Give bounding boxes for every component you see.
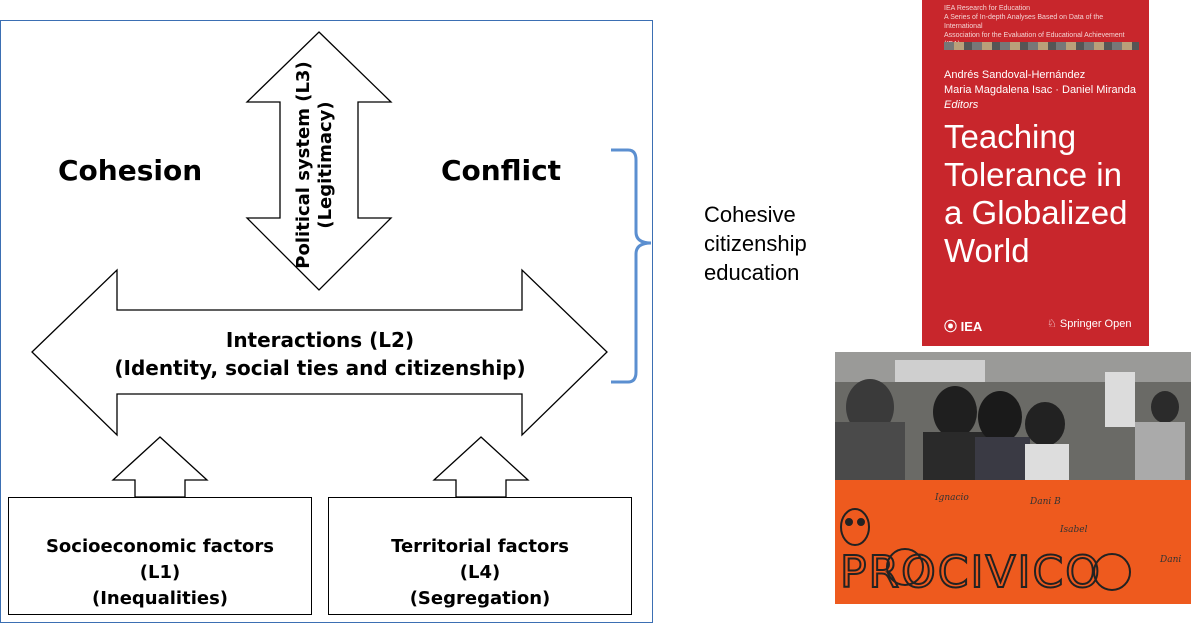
territorial-box: Territorial factors (L4) (Segregation) [328,497,632,615]
book-series-line1: IEA Research for Education [944,5,1030,12]
political-system-arrow [245,31,393,291]
territorial-line2: (L4) [459,562,501,583]
cohesion-label: Cohesion [58,154,203,187]
cohesive-citizenship-label: Cohesive citizenship education [704,200,807,287]
iea-logo: ⦿ IEA [944,319,983,334]
interactions-text: Interactions (L2) (Identity, social ties… [95,326,545,382]
book-title: Teaching Tolerance in a Globalized World [944,118,1127,270]
conflict-label: Conflict [441,154,562,187]
territorial-line1: Territorial factors [391,536,569,557]
socioeconomic-line1: Socioeconomic factors [45,536,275,557]
publisher-text: Springer Open [1059,318,1132,330]
signature-3: Isabel [1059,525,1088,535]
signature-1: Ignacio [934,493,969,503]
cohesive-brace [611,148,652,384]
socioeconomic-line3: (Inequalities) [91,588,229,609]
students-photo-drawing: PROCIVICO Ignacio Dani B Isabel Dani [835,352,1191,604]
book-cover: IEA Research for Education A Series of I… [922,0,1149,346]
socioeconomic-line2: (L1) [139,562,181,583]
iea-logo-text: IEA [960,319,983,334]
springer-open-logo: ♘ Springer Open [1047,318,1132,330]
interactions-arrow [31,268,608,437]
side-line3: education [704,260,800,285]
book-editor1: Andrés Sandoval-Hernández [944,69,1086,81]
political-system-line1: Political system (L3) [293,61,314,269]
book-photo-strip [944,42,1139,50]
students-photo: PROCIVICO Ignacio Dani B Isabel Dani [835,352,1191,604]
interactions-line1: Interactions (L2) [225,328,415,352]
book-title-line4: World [944,232,1030,269]
diagram-frame [0,20,653,623]
book-title-line3: a Globalized [944,194,1128,231]
political-system-line2: (Legitimacy) [315,101,336,229]
socioeconomic-box: Socioeconomic factors (L1) (Inequalities… [8,497,312,615]
book-title-line1: Teaching [944,118,1077,155]
banner-text: PROCIVICO [840,547,1102,598]
territorial-up-arrow [432,436,530,498]
signature-4: Dani [1159,555,1181,565]
interactions-line2: (Identity, social ties and citizenship) [114,356,526,380]
signature-2: Dani B [1029,497,1061,507]
book-editors: Andrés Sandoval-Hernández Maria Magdalen… [944,68,1144,113]
side-line1: Cohesive [704,202,796,227]
book-series-line2: A Series of In-depth Analyses Based on D… [944,14,1104,30]
book-title-line2: Tolerance in [944,156,1122,193]
book-editor2: Maria Magdalena Isac · Daniel Miranda [944,84,1136,96]
political-system-text: Political system (L3) (Legitimacy) [255,60,375,270]
side-line2: citizenship [704,231,807,256]
territorial-line3: (Segregation) [409,588,551,609]
socioeconomic-up-arrow [111,436,209,498]
book-editors-label: Editors [944,99,979,111]
